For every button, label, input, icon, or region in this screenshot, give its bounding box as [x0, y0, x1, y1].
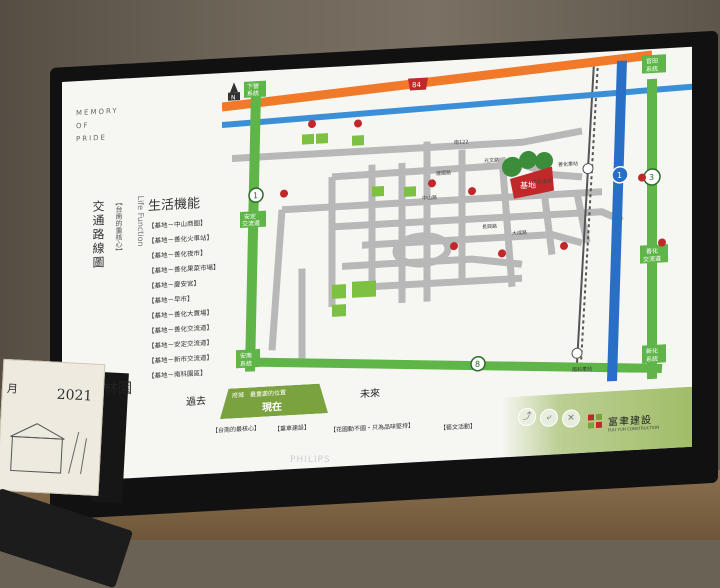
poi-box	[352, 135, 364, 146]
desk-calendar: 月 2021	[0, 349, 129, 505]
svg-text:善化車站: 善化車站	[558, 160, 578, 168]
timeline-label[interactable]: 【重車建設】	[274, 424, 311, 434]
svg-text:8: 8	[475, 360, 480, 369]
svg-text:系統: 系統	[646, 65, 658, 74]
label-annan: 安南	[240, 351, 252, 360]
map-pin	[280, 189, 288, 198]
green-highway-left	[245, 90, 261, 372]
map-pin	[450, 242, 458, 251]
map-pin	[354, 119, 362, 128]
partial-screen-text: 林園	[104, 381, 132, 397]
shield-1b: 1	[611, 166, 629, 184]
site-label: 基地	[520, 180, 536, 191]
road-label: 中山路	[422, 194, 437, 202]
svg-text:交流道: 交流道	[643, 255, 661, 264]
shield-8: 8	[470, 355, 486, 372]
blue-highway-right	[607, 60, 627, 382]
shield-3: 3	[643, 168, 661, 186]
label-anding: 安定	[244, 212, 256, 221]
site-marker: 基地	[502, 150, 554, 199]
memory-of-pride: MEMORY OF PRIDE	[76, 105, 119, 146]
station-top: 善化車站	[558, 160, 594, 175]
road-label: 南122	[454, 138, 469, 146]
brand-logo-icon	[588, 413, 602, 429]
road-label: 大成路	[512, 229, 527, 237]
map-pin	[308, 120, 316, 129]
map-pin	[498, 249, 506, 258]
svg-text:系統: 系統	[247, 89, 259, 98]
map-pin	[658, 238, 666, 247]
monitor-screen: MEMORY OF PRIDE 交通路線圖 【台南的重核心】 Life Func…	[62, 46, 692, 483]
section-title-vertical: 交通路線圖	[91, 199, 105, 271]
label-shanhua: 善化	[646, 247, 658, 256]
svg-text:1: 1	[617, 171, 622, 180]
svg-text:N: N	[231, 94, 235, 101]
life-function-en: Life Function	[136, 195, 145, 247]
timeline-future[interactable]: 未來	[360, 388, 380, 401]
memory-line: MEMORY	[76, 106, 119, 118]
section-subtitle-vertical: 【台南的重核心】	[115, 198, 123, 256]
timeline-past[interactable]: 過去	[186, 395, 206, 409]
calendar-year: 2021	[56, 386, 93, 405]
poi-box	[332, 284, 346, 299]
shield-84: 84	[408, 77, 428, 91]
calendar-month: 月	[6, 382, 19, 396]
timeline-label[interactable]: 【台南的最核心】	[212, 424, 261, 435]
svg-text:系統: 系統	[240, 359, 252, 368]
poi-box	[372, 185, 384, 197]
map-pin	[428, 179, 436, 188]
road-label: 建國路	[436, 169, 451, 177]
timeline-present[interactable]: 現在	[262, 401, 282, 414]
svg-text:系統: 系統	[646, 355, 658, 364]
map-pin	[638, 173, 646, 182]
station-bottom: 南科車站	[571, 347, 592, 373]
blue-highway-top	[222, 83, 692, 129]
label-xiaying: 下營	[247, 82, 259, 91]
life-function-list: 【基地－中山商圈】 【基地－善化火車站】 【基地－善化夜市】 【基地－善化果菜市…	[148, 215, 220, 384]
poi-boxes	[302, 133, 416, 317]
orange-highway	[222, 50, 653, 112]
road-label: 長興路	[482, 223, 497, 231]
traffic-map: 基地 84 1 1 3 8 下營 系統 官田 系統	[222, 50, 692, 382]
timeline-label[interactable]: 【藝文活動】	[440, 422, 477, 432]
north-arrow-icon: N	[228, 82, 240, 102]
poi-box	[316, 133, 328, 144]
poi-pins	[280, 119, 666, 258]
shield-1: 1	[248, 187, 264, 203]
poi-box	[302, 133, 314, 145]
label-xinhua: 新化	[646, 347, 658, 356]
svg-text:南科車站: 南科車站	[572, 365, 592, 373]
life-function-title: 生活機能	[148, 196, 201, 215]
map-pin	[468, 187, 476, 196]
calendar-page: 月 2021	[0, 358, 106, 497]
green-highway-bottom	[241, 357, 663, 373]
svg-text:1: 1	[253, 191, 258, 200]
timeline-label[interactable]: 【花園動不園・只為品味堅持】	[330, 422, 415, 435]
memory-line: PRIDE	[76, 133, 107, 144]
label-guantian: 官田	[646, 57, 658, 66]
poi-box	[352, 280, 376, 298]
poi-box	[404, 186, 416, 197]
road-label: 光文路	[484, 157, 499, 165]
life-item[interactable]: 【基地－南科園區】	[148, 368, 207, 381]
road-label: 善化夜市	[532, 178, 552, 186]
map-pin	[560, 241, 568, 250]
svg-text:84: 84	[412, 81, 421, 90]
monitor-brand: PHILIPS	[290, 455, 331, 465]
railway	[576, 62, 599, 364]
roundabout	[392, 232, 452, 268]
calendar-sketch-image	[10, 423, 87, 475]
svg-text:交流道: 交流道	[242, 219, 260, 228]
svg-text:3: 3	[649, 173, 654, 182]
poi-box	[332, 304, 346, 317]
